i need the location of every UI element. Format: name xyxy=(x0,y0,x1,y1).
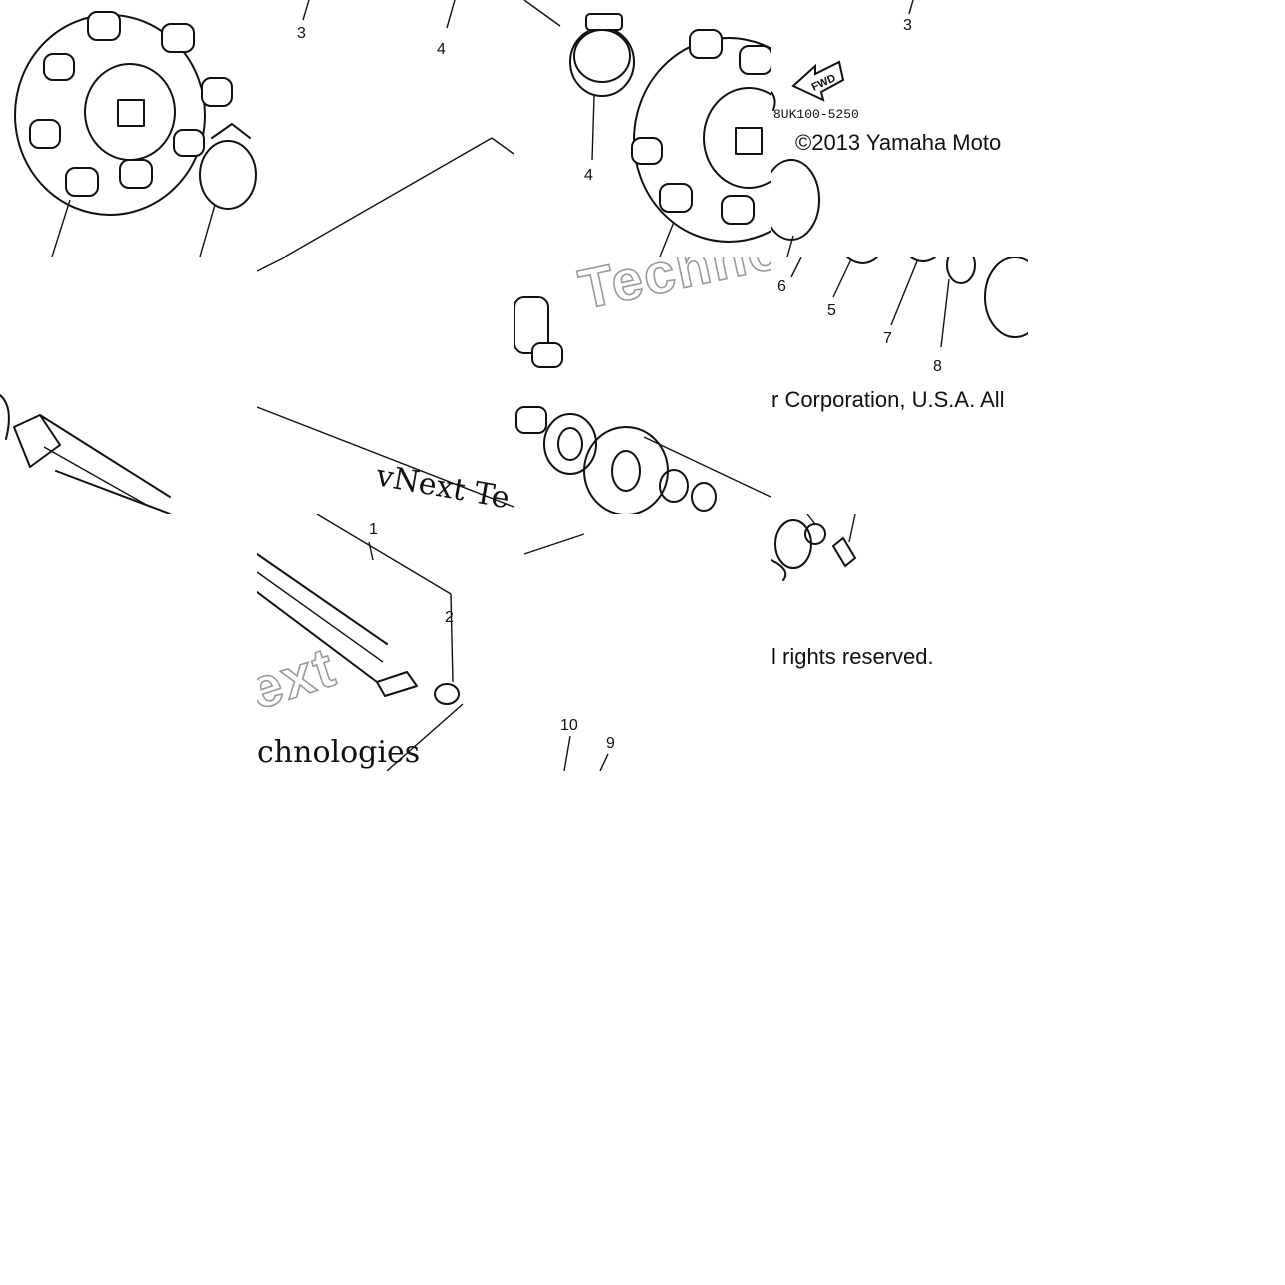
bearing-assembly: Techno 6 xyxy=(514,257,771,514)
callout-10: 10 xyxy=(560,717,578,734)
fwd-arrow-icon: FWD xyxy=(791,60,845,102)
tile-callouts-right: 6 5 7 8 r Corporation, U.S.A. All xyxy=(771,257,1028,514)
copyright-line-2: r Corporation, U.S.A. All xyxy=(771,387,1005,412)
copyright-line-1: ©2013 Yamaha Moto xyxy=(795,130,1002,155)
tile-drive-shaft: 1 2 ext chnologies xyxy=(257,514,514,771)
callout-7: 7 xyxy=(883,330,892,347)
tile-clamp-sprocket: 4 xyxy=(514,0,771,257)
callout-5: 5 xyxy=(827,302,836,319)
callout-2: 2 xyxy=(445,609,454,626)
bolt-area xyxy=(771,514,857,581)
fwd-arrow-area: 3 FWD 8UK100-5250 xyxy=(771,0,914,257)
callout-1: 1 xyxy=(369,521,378,538)
drive-shaft: 1 2 ext chnologies xyxy=(257,514,464,771)
callout-3: 3 xyxy=(297,25,306,42)
tile-bearing-assembly: Techno 6 xyxy=(514,257,771,514)
tile-sprocket-left xyxy=(0,0,257,257)
callout-9: 9 xyxy=(606,735,615,752)
tile-bolt-copyright: l rights reserved. xyxy=(771,514,1028,771)
part-code: 8UK100-5250 xyxy=(773,107,859,122)
callout-3-right: 3 xyxy=(903,17,912,34)
tile-fwd-copyright: 3 FWD 8UK100-5250 ©2013 Yamaha Moto xyxy=(771,0,1028,257)
leader-lines-top: 3 4 xyxy=(284,0,514,257)
callouts-bottom: 10 9 xyxy=(523,533,615,771)
callout-6-label: 6 xyxy=(777,278,786,295)
watermark-shaft: vNext Te xyxy=(257,257,514,514)
tile-shaft-left xyxy=(0,257,257,514)
tile-callouts-top: 3 4 xyxy=(257,0,514,257)
sprocket-wheel-left xyxy=(14,11,257,257)
watermark-serif-a: vNext Te xyxy=(373,458,513,514)
watermark-techno: Techno xyxy=(573,257,771,321)
hose-clamp-and-sprocket: 4 xyxy=(523,0,771,257)
callout-8: 8 xyxy=(933,358,942,375)
tile-watermark-shaft: vNext Te xyxy=(257,257,514,514)
callout-4-clamp: 4 xyxy=(584,167,593,184)
watermark-serif-b: chnologies xyxy=(257,735,420,770)
tile-callouts-bottom: 10 9 xyxy=(514,514,771,771)
callout-4: 4 xyxy=(437,41,446,58)
copyright-line-3: l rights reserved. xyxy=(771,644,934,669)
shaft-left-end xyxy=(0,394,171,514)
callouts-right: 6 5 7 8 xyxy=(777,257,1028,375)
